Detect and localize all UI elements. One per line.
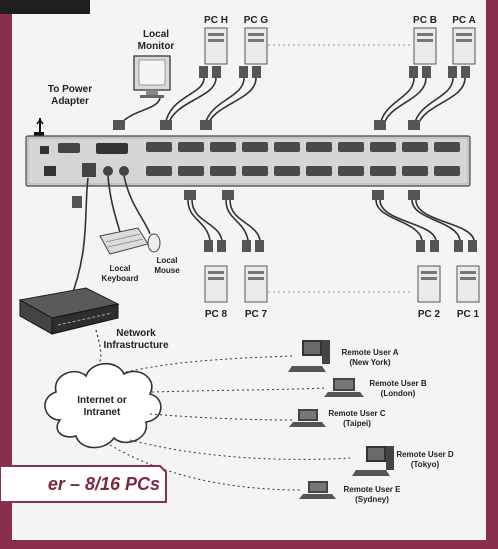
power-adapter-label-line1: To Power	[48, 84, 92, 95]
local-monitor-label-line1: Local	[143, 29, 169, 40]
top-corner-bar	[0, 0, 90, 14]
pc-1-tower	[456, 265, 480, 303]
local-peripheral-cables	[69, 175, 151, 301]
right-frame-bar	[486, 0, 498, 549]
pc-1-label: PC 1	[457, 309, 480, 320]
network-plug	[72, 196, 82, 208]
remote-user-e-icon	[299, 481, 336, 499]
pc-7-label: PC 7	[245, 309, 268, 320]
remote-user-a-location: (New York)	[349, 358, 390, 367]
power-adapter-label-line2: Adapter	[51, 96, 89, 107]
pc-a-tower	[452, 27, 476, 65]
remote-user-e-location: (Sydney)	[355, 495, 389, 504]
remote-user-b-icon	[324, 378, 364, 397]
remote-user-b-label: Remote User B	[369, 379, 427, 388]
left-frame-bar	[0, 0, 12, 549]
pc-8-tower	[204, 265, 228, 303]
local-keyboard-icon	[99, 227, 149, 255]
pc-g-label: PC G	[244, 15, 269, 26]
hub-cloud-link	[95, 329, 102, 363]
pc-7-tower	[244, 265, 268, 303]
local-mouse-label-line2: Mouse	[154, 266, 180, 275]
network-label-line2: Infrastructure	[103, 340, 168, 351]
remote-user-a-label: Remote User A	[341, 348, 398, 357]
local-mouse-label-line1: Local	[157, 256, 178, 265]
bottom-connectors	[204, 240, 477, 252]
pc-b-tower	[413, 27, 437, 65]
switch-bottom-plugs	[184, 190, 420, 200]
local-keyboard-label-line1: Local	[110, 264, 131, 273]
network-label-line1: Network	[116, 328, 156, 339]
product-banner-text: er – 8/16 PCs	[47, 474, 160, 494]
top-connectors	[199, 66, 470, 78]
kvm-pc-port-row	[146, 142, 460, 176]
internet-label-line2: Intranet	[84, 407, 121, 418]
bottom-cables	[187, 199, 475, 241]
local-keyboard-label-line2: Keyboard	[102, 274, 139, 283]
top-cables	[119, 77, 466, 126]
remote-user-b-location: (London)	[381, 389, 416, 398]
pc-b-label: PC B	[413, 15, 437, 26]
local-monitor-label-line2: Monitor	[138, 41, 175, 52]
local-mouse-icon	[147, 233, 161, 253]
product-banner-shape	[0, 465, 167, 503]
pc-g-tower	[244, 27, 268, 65]
pc-2-tower	[417, 265, 441, 303]
remote-user-d-label: Remote User D	[396, 450, 454, 459]
switch-top-plugs	[113, 120, 420, 130]
pc-a-label: PC A	[452, 15, 476, 26]
power-plug-icon	[34, 118, 44, 138]
pc-2-label: PC 2	[418, 309, 441, 320]
internet-label-line1: Internet or	[77, 395, 127, 406]
local-monitor-icon	[133, 55, 171, 98]
pc-h-label: PC H	[204, 15, 228, 26]
pc-8-label: PC 8	[205, 309, 228, 320]
bottom-frame-bar	[0, 540, 498, 549]
remote-links	[109, 355, 351, 491]
network-hub-icon	[18, 287, 120, 335]
remote-user-a-icon	[288, 340, 330, 372]
remote-user-c-location: (Taipei)	[343, 419, 371, 428]
remote-user-c-label: Remote User C	[328, 409, 386, 418]
remote-user-d-icon	[352, 446, 394, 476]
internet-cloud-icon	[44, 362, 162, 449]
pc-h-tower	[204, 27, 228, 65]
remote-user-c-icon	[289, 409, 326, 427]
remote-user-d-location: (Tokyo)	[411, 460, 440, 469]
remote-user-e-label: Remote User E	[344, 485, 402, 494]
